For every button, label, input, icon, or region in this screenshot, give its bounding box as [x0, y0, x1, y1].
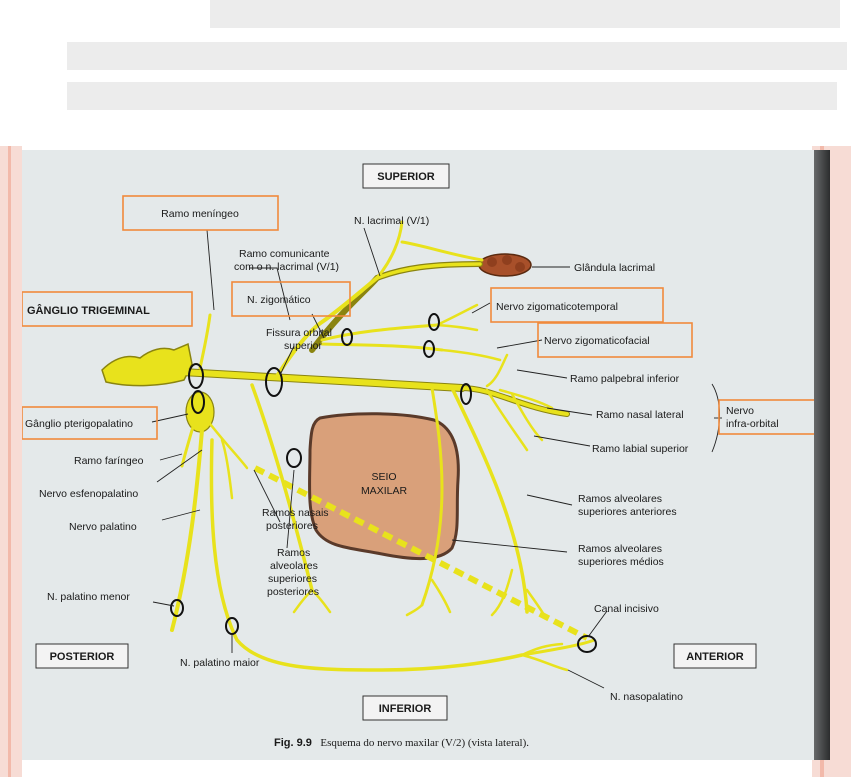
figure-caption: Fig. 9.9 Esquema do nervo maxilar (V/2) …	[274, 733, 529, 750]
label-ramos-alv-post-4: posteriores	[267, 586, 319, 598]
sinus-label-line1: SEIO	[371, 471, 396, 483]
direction-inferior: INFERIOR	[379, 703, 432, 715]
label-ramos-nasais-2: posteriores	[266, 520, 318, 532]
nerves	[101, 220, 596, 672]
highlight-ganglio-pterigopalatino	[22, 406, 158, 440]
nerve-loops	[170, 313, 597, 653]
label-canal-incisivo: Canal incisivo	[594, 603, 659, 615]
label-ramos-alv-ant-2: superiores anteriores	[578, 506, 677, 518]
label-ramo-labial-superior: Ramo labial superior	[592, 443, 689, 455]
label-nervo-zigomaticotemporal: Nervo zigomaticotemporal	[496, 301, 618, 313]
label-n-lacrimal: N. lacrimal (V/1)	[354, 215, 429, 227]
highlight-n-zigomatico	[231, 281, 351, 317]
label-ramo-comunicante-2: com o n. lacrimal (V/1)	[234, 261, 339, 273]
label-ramo-palpebral-inferior: Ramo palpebral inferior	[570, 373, 680, 385]
redacted-text-bar-3	[67, 82, 837, 110]
label-ramo-nasal-lateral: Ramo nasal lateral	[596, 409, 684, 421]
figure-caption-number: Fig. 9.9	[274, 737, 312, 749]
direction-posterior: POSTERIOR	[50, 651, 115, 663]
label-ganglio-pterigopalatino: Gânglio pterigopalatino	[25, 418, 133, 430]
highlight-ganglio-trigeminal	[22, 291, 193, 327]
label-ramo-comunicante-1: Ramo comunicante	[239, 248, 330, 260]
label-n-palatino-maior: N. palatino maior	[180, 657, 260, 669]
label-ramos-nasais-1: Ramos nasais	[262, 507, 329, 519]
label-ramo-meningeo: Ramo meníngeo	[161, 208, 239, 220]
label-n-palatino-menor: N. palatino menor	[47, 591, 130, 603]
lacrimal-gland	[478, 253, 532, 277]
highlight-nervo-infraorbital	[718, 399, 814, 435]
label-ramos-alv-post-1: Ramos	[277, 547, 310, 559]
redacted-text-bar-2	[67, 42, 847, 70]
highlight-ramo-meningeo	[122, 195, 279, 231]
direction-anterior: ANTERIOR	[686, 651, 744, 663]
label-ramos-alv-ant-1: Ramos alveolares	[578, 493, 662, 505]
label-glandula-lacrimal: Glândula lacrimal	[574, 262, 655, 274]
label-nervo-esfenopalatino: Nervo esfenopalatino	[39, 488, 138, 500]
label-fissura-orbital-1: Fissura orbital	[266, 327, 332, 339]
highlight-nervo-zigomaticofacial	[537, 322, 693, 358]
redacted-text-bar-1	[210, 0, 840, 28]
label-nervo-palatino: Nervo palatino	[69, 521, 137, 533]
label-n-zigomatico: N. zigomático	[247, 294, 311, 306]
label-nervo-zigomaticofacial: Nervo zigomaticofacial	[544, 335, 650, 347]
trigeminal-ganglion	[101, 342, 193, 387]
direction-superior: SUPERIOR	[377, 171, 435, 183]
slide-border-left	[0, 146, 22, 777]
label-ramos-alv-post-2: alveolares	[270, 560, 318, 572]
label-fissura-orbital-2: superior	[284, 340, 322, 352]
label-n-nasopalatino: N. nasopalatino	[610, 691, 683, 703]
label-ramo-faringeo: Ramo faríngeo	[74, 455, 144, 467]
highlight-nervo-zigomaticotemporal	[490, 287, 664, 323]
label-ramos-alv-med-2: superiores médios	[578, 556, 664, 568]
maxillary-nerve-figure: SUPERIOR INFERIOR POSTERIOR ANTERIOR SEI…	[22, 150, 814, 760]
sinus-label-line2: MAXILAR	[361, 485, 408, 497]
nerve-diagram-svg: SUPERIOR INFERIOR POSTERIOR ANTERIOR SEI…	[22, 163, 814, 750]
label-ramos-alv-post-3: superiores	[268, 573, 317, 585]
label-ganglio-trigeminal: GÂNGLIO TRIGEMINAL	[27, 304, 150, 317]
figure-caption-text: Esquema do nervo maxilar (V/2) (vista la…	[320, 737, 529, 749]
label-nervo-infraorbital-1: Nervo	[726, 405, 754, 417]
label-nervo-infraorbital-2: infra-orbital	[726, 418, 779, 430]
label-ramos-alv-med-1: Ramos alveolares	[578, 543, 662, 555]
